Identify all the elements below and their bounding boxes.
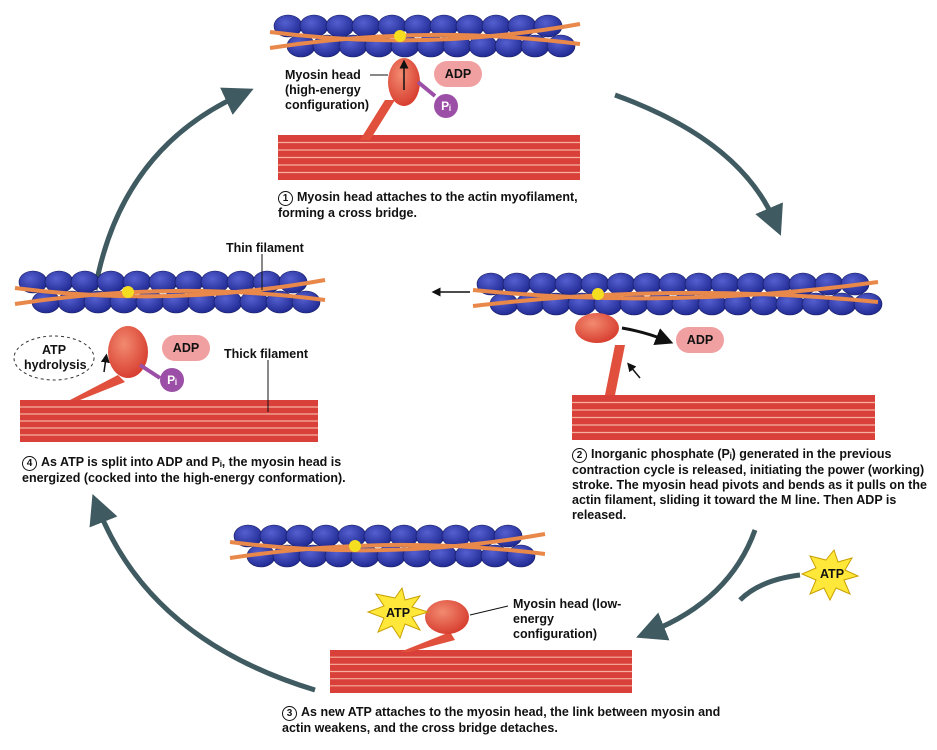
myosin-neck xyxy=(400,632,455,652)
actin-bead xyxy=(546,34,576,58)
actin-bead xyxy=(285,524,315,548)
thin-filament-label: Thin filament xyxy=(226,241,304,255)
tropomyosin-strand xyxy=(229,532,546,553)
troponin xyxy=(592,288,604,300)
adp-label: ADP xyxy=(434,61,482,87)
actin-bead xyxy=(554,272,584,296)
tropomyosin-strand xyxy=(269,32,581,50)
adp-label: ADP xyxy=(162,335,210,361)
pi-label: Pᵢ xyxy=(160,368,184,392)
actin-bead xyxy=(351,14,381,38)
troponin xyxy=(394,30,406,42)
actin-bead xyxy=(528,272,558,296)
stroke-arrow xyxy=(627,362,641,379)
pi-label: Pᵢ xyxy=(434,94,458,118)
atp-star xyxy=(800,548,860,602)
tropomyosin-strand xyxy=(14,278,326,299)
myosin-head xyxy=(575,313,619,343)
cycle-arrow-4-to-1 xyxy=(92,87,254,291)
cycle-arrow-2-to-3 xyxy=(636,529,758,641)
adp-release-arrow xyxy=(621,326,674,346)
thick-filament-label: Thick filament xyxy=(224,347,309,361)
actin-bead xyxy=(259,524,289,548)
actin-bead xyxy=(853,292,883,316)
actin-bead xyxy=(291,290,321,314)
adp-label: ADP xyxy=(676,327,724,353)
tropomyosin-strand xyxy=(472,290,879,308)
atp-label: ATP xyxy=(819,567,845,581)
actin-bead xyxy=(493,524,523,548)
troponin xyxy=(349,540,361,552)
atp-star xyxy=(366,586,430,640)
tropomyosin-strand xyxy=(472,280,879,301)
atp-hydrolysis-label: ATP hydrolysis xyxy=(24,343,87,372)
actin-bead xyxy=(44,270,74,294)
cycle-arrow-3-to-4 xyxy=(89,494,316,693)
atp-hydrolysis-bubble xyxy=(13,335,95,381)
actin-bead xyxy=(96,270,126,294)
tropomyosin-strand xyxy=(14,288,326,306)
tropomyosin-strand xyxy=(269,22,581,43)
myosin-neck xyxy=(605,345,625,395)
atp-entry-arrow xyxy=(738,572,801,602)
troponin xyxy=(122,286,134,298)
myosin-head xyxy=(108,326,148,378)
actin-bead xyxy=(70,270,100,294)
myosin-head-low-energy-label: Myosin head (low-energy configuration) xyxy=(513,597,622,641)
myosin-neck xyxy=(70,375,125,400)
tropomyosin-strand xyxy=(229,542,546,560)
actin-bead xyxy=(311,524,341,548)
atp-label: ATP xyxy=(385,606,411,620)
cycle-arrow-1-to-2 xyxy=(614,92,783,236)
actin-bead xyxy=(606,272,636,296)
actin-bead xyxy=(299,14,329,38)
actin-bead xyxy=(325,14,355,38)
myosin-head-high-energy-label: Myosin head (high-energy configuration) xyxy=(285,68,370,112)
myosin-neck xyxy=(360,100,395,140)
actin-bead xyxy=(814,272,844,296)
myosin-head xyxy=(425,600,469,634)
